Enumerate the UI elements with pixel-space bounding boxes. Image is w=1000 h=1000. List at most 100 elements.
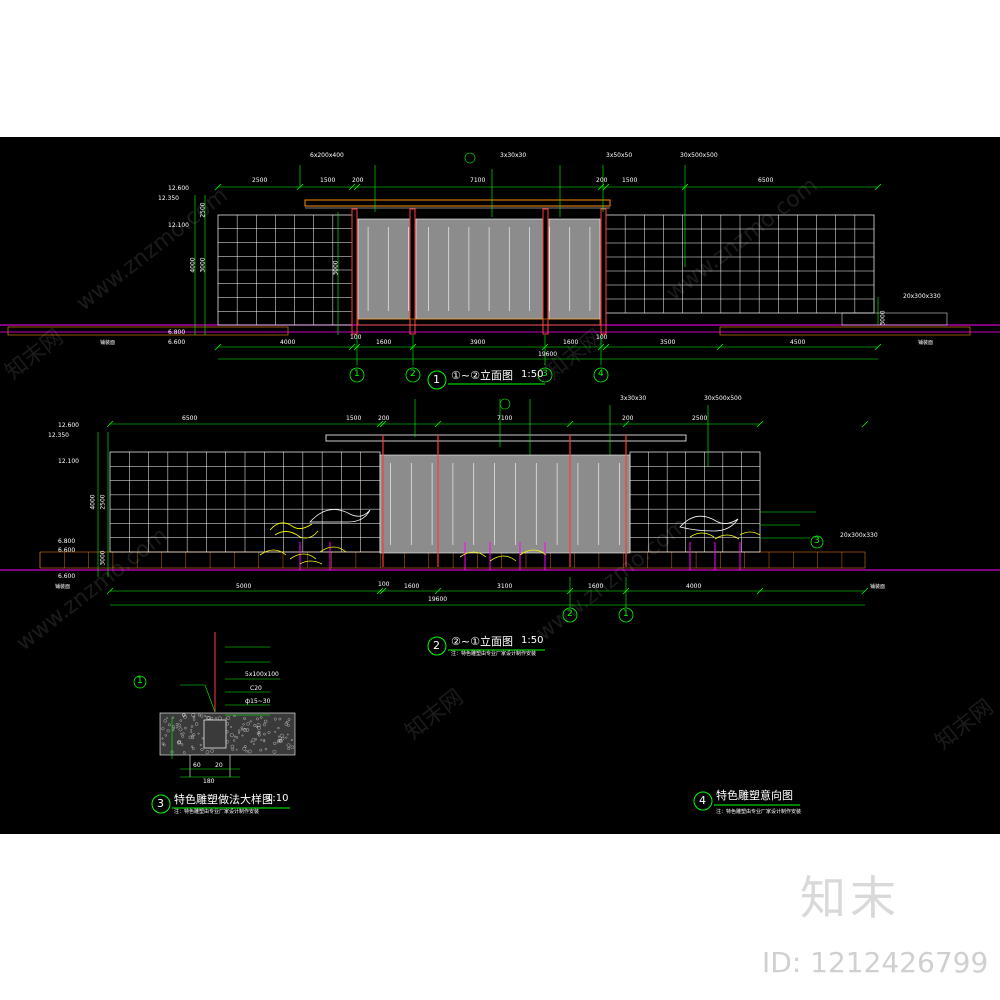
column	[351, 208, 358, 335]
detail-number: 4	[699, 794, 706, 807]
level-label: 6.800	[58, 538, 76, 545]
note-label: 3x30x30	[500, 152, 527, 159]
detail-number-bubble	[151, 794, 171, 814]
grid-axis-number: 2	[567, 609, 573, 619]
dimension-label: 4500	[790, 339, 806, 346]
elevation-scale: 1:50	[521, 369, 544, 380]
dimension-label: 2500	[199, 202, 207, 218]
sculpture	[259, 509, 761, 565]
level-label: 6.600	[168, 339, 186, 346]
dimension-label: 100	[350, 334, 362, 341]
dimension-label: 4000	[189, 257, 197, 273]
dimension-label: 6500	[758, 177, 774, 184]
dimension-label: 200	[378, 415, 390, 422]
dimension-label: 7100	[497, 415, 513, 422]
dimension-label: 3000	[99, 550, 107, 566]
dimension-label: 1600	[588, 583, 604, 590]
total-dimension-label: 19600	[428, 596, 448, 603]
elevation-title: ①~②立面图	[451, 369, 513, 382]
callout-label: C20	[250, 685, 262, 692]
note-label: 20x300x330	[903, 293, 941, 300]
callout-label: ф15~30	[245, 698, 271, 705]
detail-note: 注：特色雕塑由专业厂家设计制作安装	[716, 809, 802, 815]
grid-axis-bubble	[405, 367, 421, 383]
dimension-label: 7100	[470, 177, 486, 184]
screen-panel	[357, 218, 411, 320]
dimension-label: 1600	[563, 339, 579, 346]
cad-viewport: 6x200x400 3x30x30 3x50x50 30x500x500 250…	[0, 137, 1000, 834]
elevation-scale: 1:50	[521, 635, 544, 646]
dimension-label: 200	[352, 177, 364, 184]
roof-beam	[325, 434, 687, 442]
detail-4	[693, 791, 800, 811]
elevation-title: ②~①立面图	[451, 635, 513, 648]
dimension-label: 3000	[879, 310, 887, 326]
elevation-number-bubble	[427, 636, 447, 656]
dimension-label: 6500	[182, 415, 198, 422]
left-tile-wall	[217, 214, 353, 326]
grid-axis-bubble	[537, 367, 553, 383]
note-label: 3x30x30	[620, 395, 647, 402]
level-label: 6.600	[58, 573, 76, 580]
grid-axis-bubble	[593, 367, 609, 383]
brand-logo: 知末	[800, 871, 900, 925]
detail-note: 注：特色雕塑由专业厂家设计制作安装	[174, 809, 260, 815]
elevation-number: 1	[433, 373, 440, 386]
note-label: 30x500x500	[680, 152, 718, 159]
dimension-label: 2500	[692, 415, 708, 422]
detail-number: 3	[157, 797, 164, 810]
column	[409, 208, 416, 335]
level-label: 6.600	[58, 547, 76, 554]
detail-title: 特色雕塑做法大样图	[174, 793, 273, 806]
screen-panel	[379, 454, 631, 554]
elevation-number-bubble	[427, 370, 447, 390]
level-label: 12.600	[58, 422, 79, 429]
cad-drawing	[0, 152, 1000, 814]
elevation-1	[0, 152, 1000, 390]
detail-title: 特色雕塑意向图	[716, 789, 793, 802]
note-label: 20x300x330	[840, 532, 878, 539]
dimension-label: 3100	[497, 583, 513, 590]
grid-axis-number: 1	[354, 369, 360, 379]
level-label: 12.100	[58, 458, 79, 465]
dimension-label: 3500	[660, 339, 676, 346]
resource-id: ID: 1212426799	[762, 946, 989, 979]
grid-axis-number: 1	[623, 609, 629, 619]
dimension-label: 200	[596, 177, 608, 184]
grid-axis-number: 4	[598, 369, 604, 379]
ground-label: 铺装面	[870, 584, 886, 590]
level-label: 12.100	[168, 222, 189, 229]
level-label: 12.600	[168, 185, 189, 192]
ground-label: 铺装面	[918, 340, 934, 346]
dimension-label: 3000	[332, 260, 340, 276]
total-dimension-label: 19600	[538, 351, 558, 358]
screen-panel	[415, 218, 544, 320]
right-tile-wall	[629, 451, 761, 553]
dimension-label: 1500	[346, 415, 362, 422]
level-label: 12.350	[48, 432, 69, 439]
dimension-label: 60	[193, 762, 201, 769]
dimension-label: 100	[596, 334, 608, 341]
grid-axis-number: 3	[542, 369, 548, 379]
ground-label: 铺装面	[100, 340, 116, 346]
dimension-label: 1500	[622, 177, 638, 184]
dimension-label: 2500	[99, 494, 107, 510]
dimension-label: 3900	[470, 339, 486, 346]
dimension-label: 20	[215, 762, 223, 769]
detail-3	[133, 632, 296, 814]
dimension-label: 4000	[89, 494, 97, 510]
dimension-label: 1600	[404, 583, 420, 590]
detail-number-bubble	[693, 791, 713, 811]
roof-beam	[304, 199, 611, 207]
left-tile-wall	[109, 451, 381, 553]
dimension-label: 1500	[320, 177, 336, 184]
dimension-label: 100	[378, 581, 390, 588]
dimension-label: 4000	[686, 583, 702, 590]
level-label: 12.350	[158, 195, 179, 202]
panel-slats	[367, 227, 591, 311]
callout-number: 1	[137, 676, 143, 686]
dimension-label: 200	[622, 415, 634, 422]
detail-scale: 1:10	[266, 793, 289, 804]
panel-slats	[390, 463, 620, 545]
